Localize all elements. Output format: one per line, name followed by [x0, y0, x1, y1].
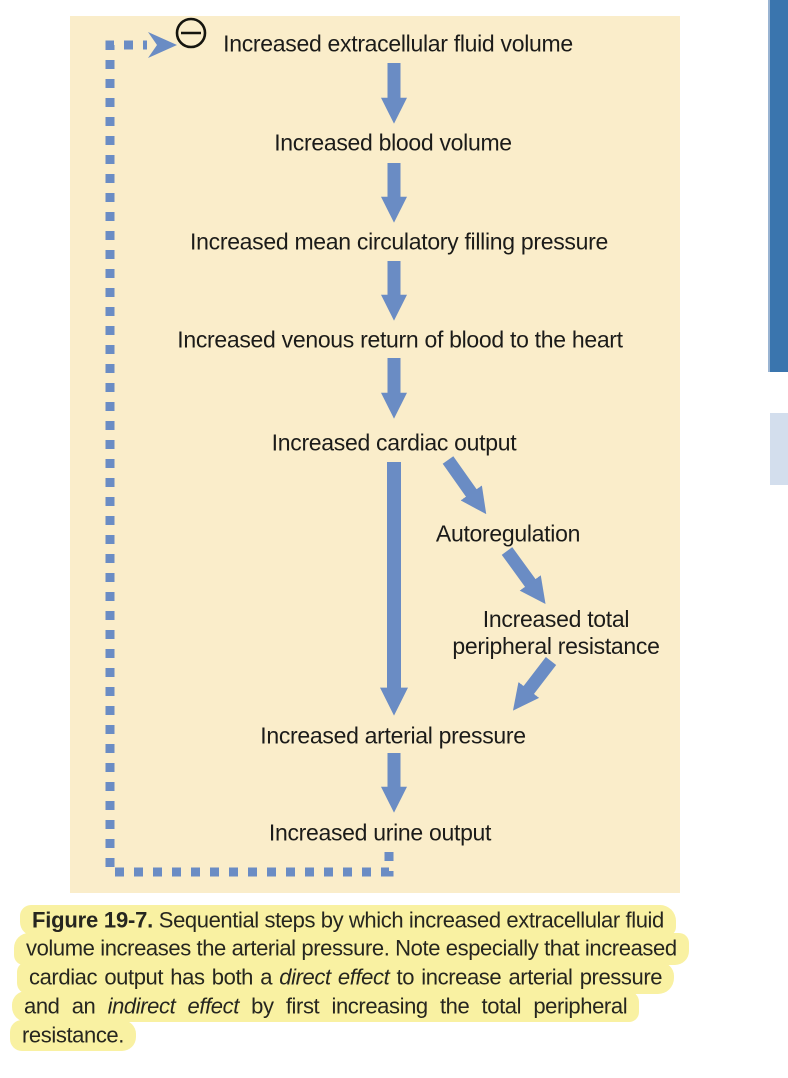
caption-text: to increase arterial pressure [389, 964, 663, 990]
right-edge-bar-dark [768, 0, 788, 372]
node-blood-volume: Increased blood volume [274, 129, 512, 156]
caption-text: volume increases the arterial pressure. … [26, 935, 677, 961]
figure-number: Figure 19-7. [32, 907, 154, 932]
caption-line: and an indirect effect by first increasi… [12, 990, 778, 1023]
node-tpr-line2: peripheral resistance [452, 633, 660, 659]
caption-text-italic: direct effect [279, 964, 390, 990]
caption-line: Figure 19-7. Sequential steps by which i… [18, 904, 778, 936]
node-urine-output: Increased urine output [268, 819, 492, 846]
right-edge-bar-light [770, 413, 788, 485]
node-filling-pressure: Increased mean circulatory filling press… [190, 228, 608, 255]
caption-text: by first increasing the total peripheral [238, 993, 628, 1019]
caption-text: cardiac output has both a [29, 964, 280, 990]
node-cardiac-output: Increased cardiac output [271, 429, 517, 456]
caption-text-italic: indirect effect [107, 993, 240, 1019]
caption-line: resistance. [10, 1019, 778, 1052]
node-venous-return: Increased venous return of blood to the … [177, 326, 623, 353]
node-arterial-pressure: Increased arterial pressure [260, 722, 526, 749]
caption-line: volume increases the arterial pressure. … [14, 933, 778, 965]
caption-line: cardiac output has both a direct effect … [17, 962, 778, 994]
caption-text: resistance. [22, 1022, 124, 1048]
node-extracellular-fluid-volume: Increased extracellular fluid volume [223, 30, 573, 57]
caption-text: and an [24, 993, 108, 1019]
node-tpr-line1: Increased total [482, 606, 630, 632]
figure-caption: Figure 19-7. Sequential steps by which i… [10, 904, 778, 1052]
node-total-peripheral-resistance: Increased total peripheral resistance [452, 606, 660, 660]
node-autoregulation: Autoregulation [435, 520, 581, 547]
caption-text: Sequential steps by which increased extr… [153, 907, 664, 932]
